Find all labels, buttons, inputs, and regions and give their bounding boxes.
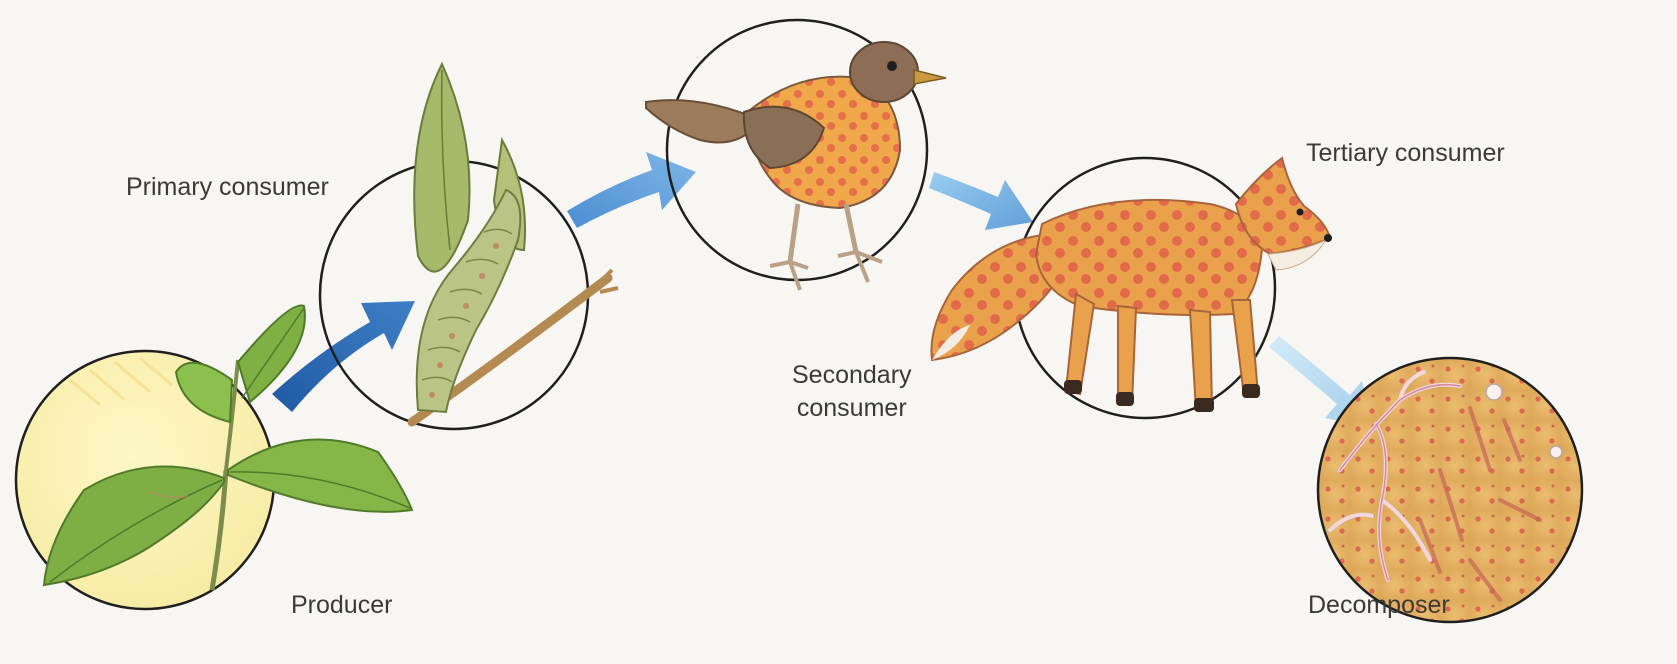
bird-icon xyxy=(646,42,946,290)
producer-label: Producer xyxy=(291,589,392,622)
tertiary-consumer-label: Tertiary consumer xyxy=(1306,137,1505,170)
arrow-primary-to-secondary xyxy=(567,152,696,228)
primary-consumer-label: Primary consumer xyxy=(126,171,329,204)
secondary-label-line1: Secondary xyxy=(792,359,912,392)
secondary-consumer-label: Secondary consumer xyxy=(792,359,912,424)
decomposer-label: Decomposer xyxy=(1308,589,1450,622)
decomposer-circle xyxy=(1318,358,1582,622)
caterpillar-icon xyxy=(412,64,618,422)
decomposer-node xyxy=(1318,358,1582,622)
secondary-label-line2: consumer xyxy=(792,392,912,425)
arrow-secondary-to-tertiary xyxy=(929,172,1033,230)
